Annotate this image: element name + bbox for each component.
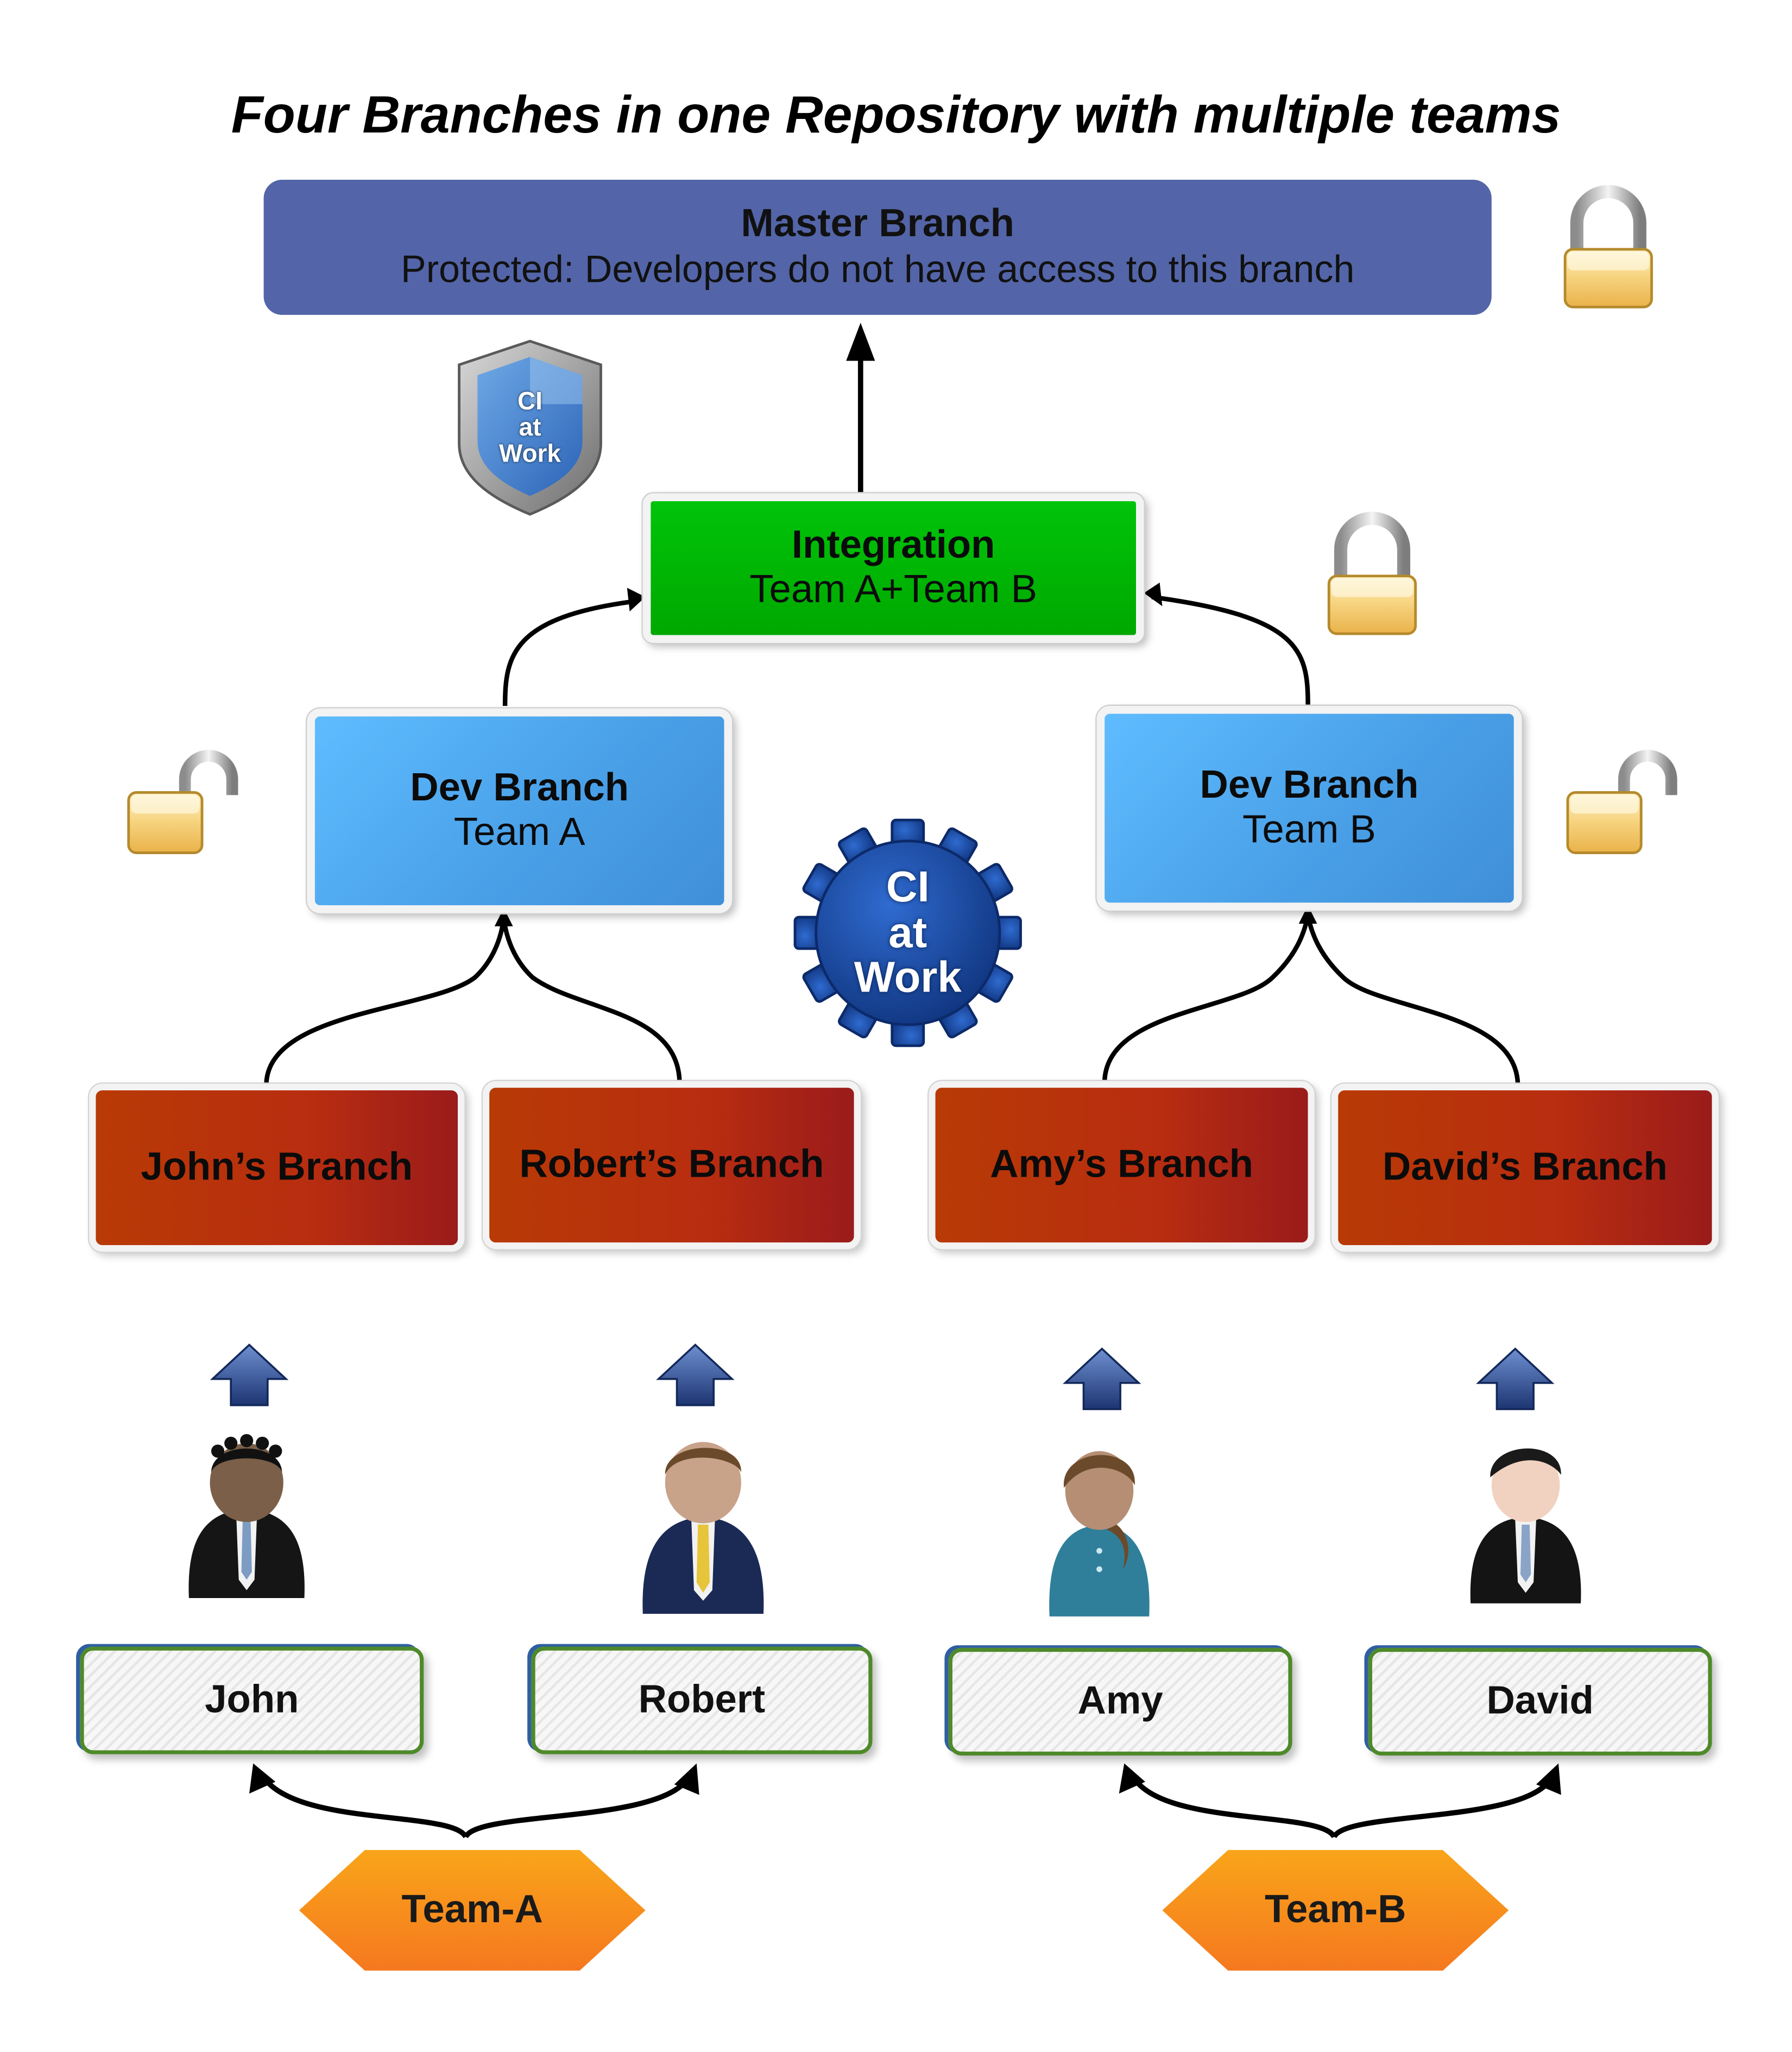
- personal-branch-label: John’s Branch: [141, 1145, 413, 1189]
- arrow-dev-a-to-integration: [502, 588, 646, 706]
- person-icon: [188, 1434, 305, 1599]
- personal-branch-label: David’s Branch: [1382, 1145, 1668, 1189]
- arrow-john-robert-to-dev-a: [264, 908, 682, 1084]
- arrow-team-b-to-members: [1119, 1763, 1561, 1839]
- person-icon: [1049, 1451, 1150, 1617]
- gear-label-line: CI: [886, 862, 930, 911]
- arrow-integration-to-master: [846, 323, 875, 494]
- master-branch-box[interactable]: Master Branch Protected: Developers do n…: [263, 180, 1492, 315]
- padlock-open-icon: [1566, 750, 1677, 855]
- master-branch-name: Master Branch: [741, 202, 1014, 245]
- developer-name-amy[interactable]: Amy: [948, 1647, 1292, 1756]
- dev-branch-team: Team B: [1242, 808, 1376, 852]
- gear-label-line: Work: [854, 952, 962, 1002]
- integration-branch-name: Integration: [791, 523, 995, 567]
- shield-label: CI at Work: [464, 372, 596, 485]
- page-title: Four Branches in one Repository with mul…: [231, 86, 1561, 144]
- dev-branch-team-a-box[interactable]: Dev Branch Team A: [307, 708, 733, 913]
- personal-branch-label: Amy’s Branch: [990, 1142, 1253, 1186]
- amy-branch-box[interactable]: Amy’s Branch: [929, 1081, 1315, 1249]
- dev-branch-name: Dev Branch: [410, 766, 629, 810]
- dev-branch-team-b-box[interactable]: Dev Branch Team B: [1096, 705, 1522, 911]
- developer-name-robert[interactable]: Robert: [531, 1646, 873, 1754]
- arrow-amy-david-to-dev-b: [1102, 905, 1520, 1084]
- master-branch-subtitle: Protected: Developers do not have access…: [400, 249, 1355, 292]
- personal-branch-label: Robert’s Branch: [519, 1142, 824, 1186]
- arrow-team-a-to-members: [249, 1763, 699, 1839]
- up-arrow-icon: [656, 1343, 735, 1406]
- gear-label-line: at: [888, 907, 927, 956]
- padlock-closed-icon: [1563, 185, 1653, 308]
- gear-icon: [793, 818, 1022, 1047]
- developer-name-david[interactable]: David: [1368, 1647, 1712, 1756]
- gear-label: CI at Work: [803, 848, 1013, 1018]
- up-arrow-icon: [210, 1343, 289, 1406]
- person-icon: [1470, 1448, 1581, 1603]
- arrow-dev-b-to-integration: [1144, 582, 1310, 705]
- shield-label-line: Work: [499, 440, 561, 469]
- team-b-badge[interactable]: Team-B: [1162, 1849, 1509, 1971]
- person-icon: [642, 1442, 764, 1614]
- shield-label-line: CI: [518, 388, 542, 416]
- developer-name-john[interactable]: John: [80, 1646, 424, 1754]
- dev-branch-name: Dev Branch: [1200, 763, 1419, 807]
- integration-branch-subtitle: Team A+Team B: [749, 568, 1038, 611]
- dev-branch-team: Team A: [453, 811, 585, 855]
- padlock-closed-icon: [1327, 512, 1417, 635]
- shield-icon: [458, 339, 602, 516]
- up-arrow-icon: [1063, 1347, 1141, 1410]
- integration-branch-box[interactable]: Integration Team A+Team B: [642, 493, 1144, 643]
- robert-branch-box[interactable]: Robert’s Branch: [483, 1081, 861, 1249]
- padlock-open-icon: [127, 750, 238, 855]
- john-branch-box[interactable]: John’s Branch: [89, 1083, 465, 1252]
- shield-label-line: at: [519, 414, 541, 443]
- david-branch-box[interactable]: David’s Branch: [1332, 1083, 1719, 1252]
- up-arrow-icon: [1475, 1347, 1555, 1410]
- team-a-badge[interactable]: Team-A: [299, 1849, 646, 1971]
